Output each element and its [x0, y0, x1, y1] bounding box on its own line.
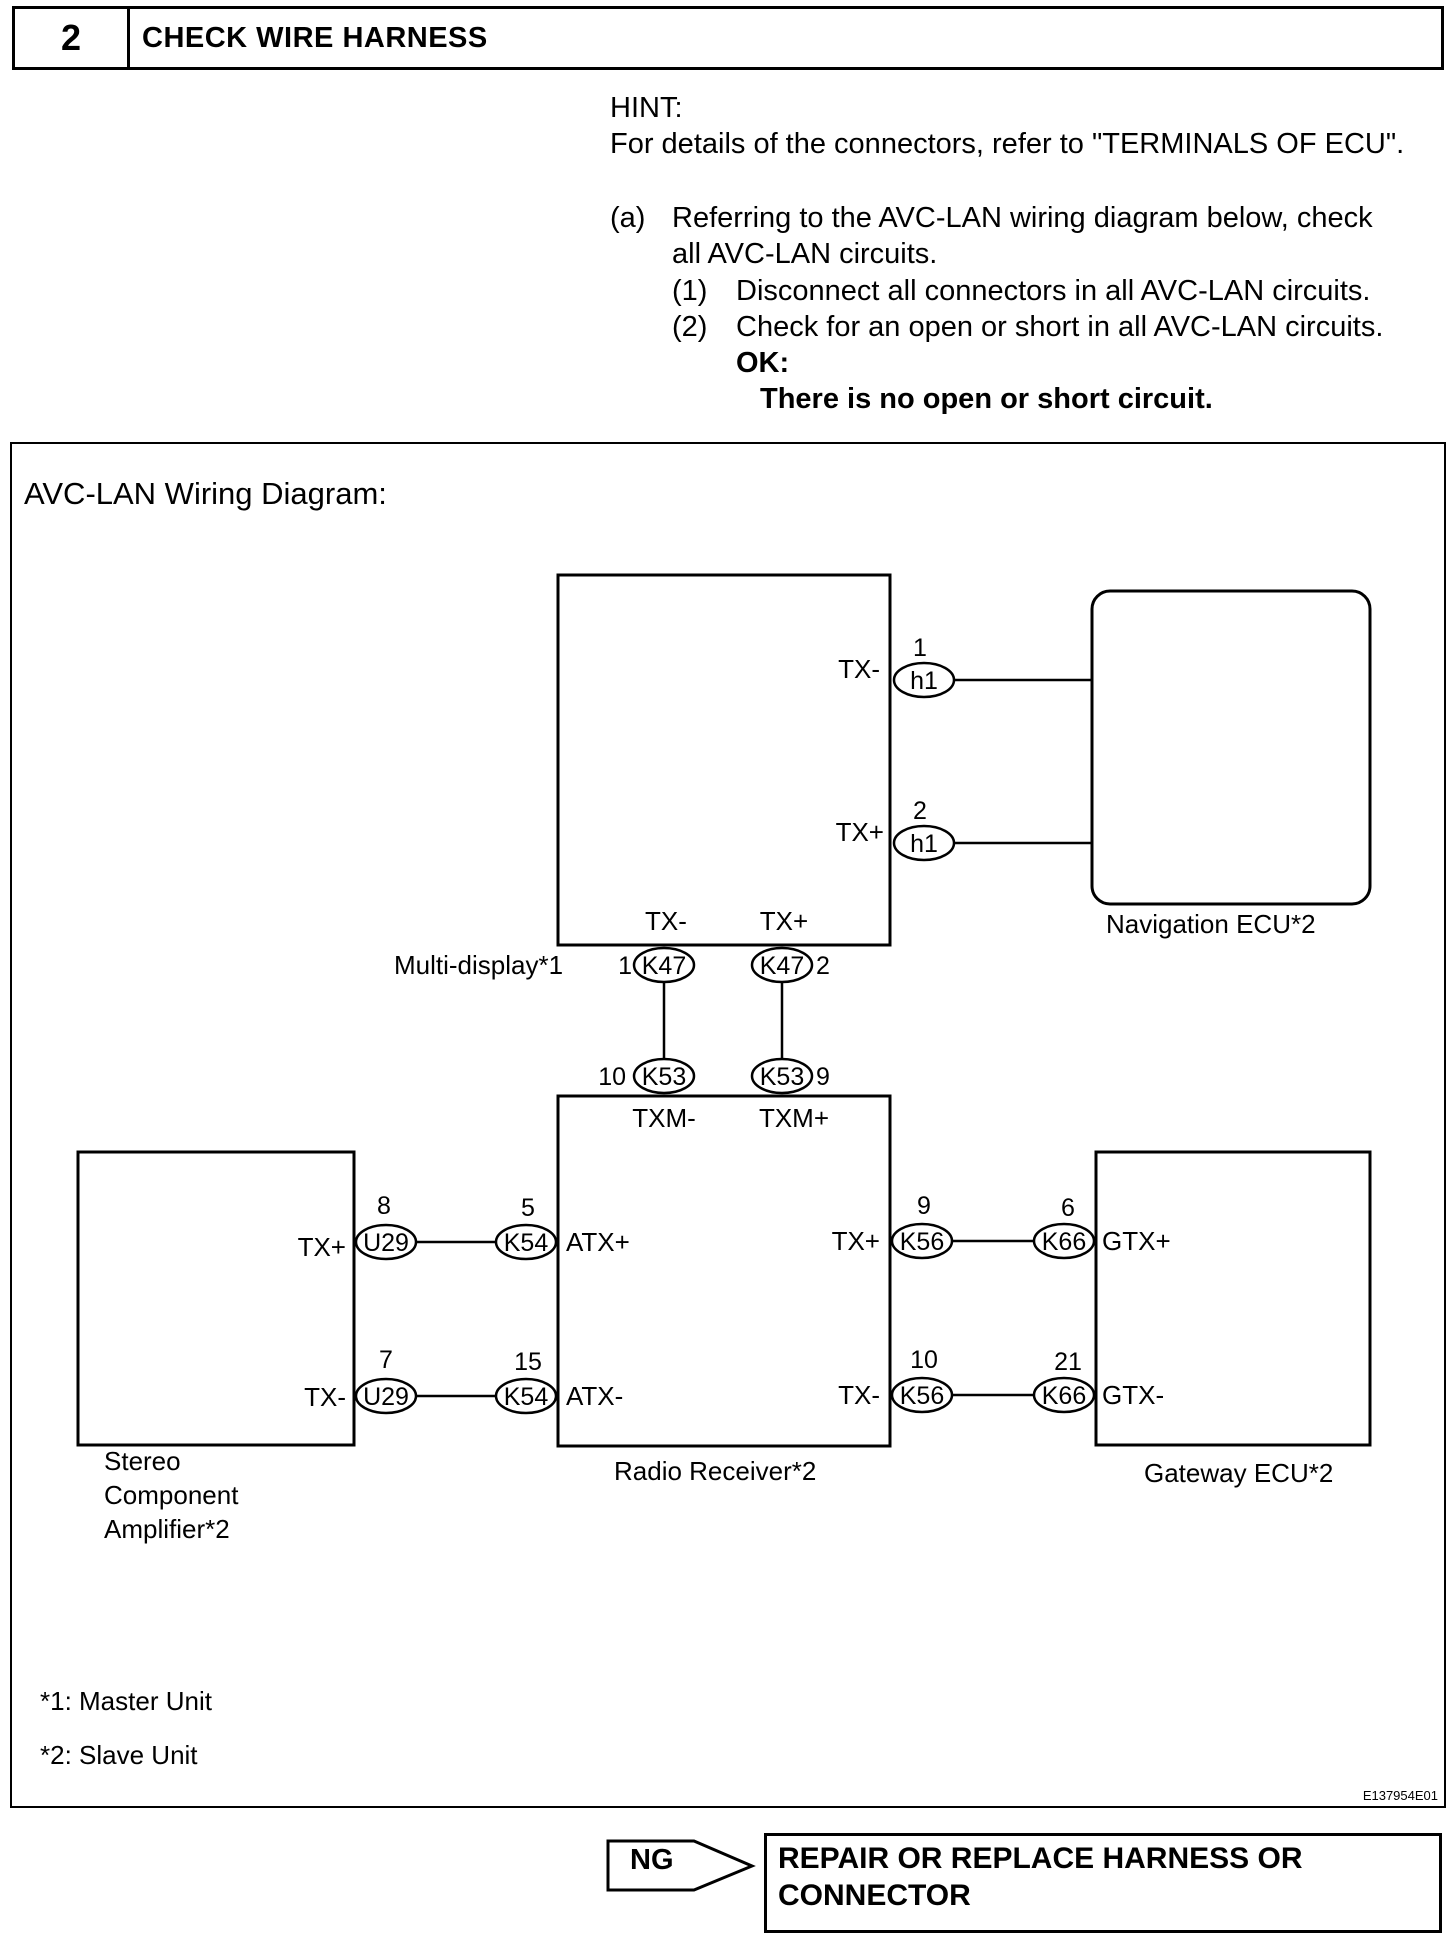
connector-label-h1-a: h1: [910, 667, 938, 695]
radio-receiver-box: [556, 1094, 892, 1448]
figure-id: E137954E01: [1363, 1788, 1438, 1803]
label-stereo-line1: Stereo: [104, 1446, 181, 1476]
connector-label-k53-a: K53: [642, 1063, 686, 1091]
connector-h1-a: [892, 661, 956, 699]
ng-action-line1: REPAIR OR REPLACE HARNESS OR: [778, 1842, 1303, 1875]
sub-step-2-marker: (2): [672, 311, 708, 343]
pin-k54-b: 15: [514, 1348, 542, 1376]
connector-k56-a: [890, 1222, 954, 1260]
connector-label-k47-a: K47: [642, 952, 686, 980]
connector-label-k66-b: K66: [1042, 1382, 1086, 1410]
connector-label-u29-b: U29: [363, 1383, 409, 1411]
gateway-ecu-box: [1094, 1150, 1372, 1447]
pin-k53-a: 10: [598, 1063, 626, 1091]
terminal-md-txm-upper: TX-: [838, 654, 880, 684]
connector-u29-b: [354, 1377, 418, 1415]
label-stereo-line3: Amplifier*2: [104, 1514, 230, 1544]
ng-action-line2: CONNECTOR: [778, 1879, 971, 1912]
sub-step-2-text: Check for an open or short in all AVC-LA…: [736, 311, 1384, 343]
terminal-gw-gtxp: GTX+: [1102, 1226, 1171, 1256]
step-title: CHECK WIRE HARNESS: [142, 21, 488, 54]
pin-k47-b: 2: [816, 952, 830, 980]
connector-k54-a: [494, 1223, 558, 1261]
terminal-md-txp-upper: TX+: [836, 817, 884, 847]
ok-criteria: There is no open or short circuit.: [760, 383, 1213, 415]
connector-k54-b: [494, 1377, 558, 1415]
sub-step-1-text: Disconnect all connectors in all AVC-LAN…: [736, 275, 1371, 307]
connector-label-k54-b: K54: [504, 1383, 549, 1411]
sub-step-1-marker: (1): [672, 275, 708, 307]
connector-k53-b: [750, 1057, 814, 1095]
pin-h1-a: 1: [913, 634, 927, 662]
pin-k56-a: 9: [917, 1192, 931, 1220]
diagram-title: AVC-LAN Wiring Diagram:: [24, 476, 387, 511]
step-a-line2: all AVC-LAN circuits.: [672, 238, 938, 270]
connector-k53-a: [632, 1057, 696, 1095]
navigation-ecu-box: [1090, 589, 1372, 906]
pin-k54-a: 5: [521, 1194, 535, 1222]
hint-label: HINT:: [610, 92, 683, 124]
terminal-md-txm-bottom: TX-: [645, 906, 687, 936]
terminal-md-txp-bottom: TX+: [760, 906, 808, 936]
step-a-marker: (a): [610, 202, 646, 234]
connector-label-k56-a: K56: [900, 1228, 944, 1256]
label-stereo-line2: Component: [104, 1480, 239, 1510]
connector-h1-b: [892, 824, 956, 862]
connector-u29-a: [354, 1223, 418, 1261]
wiring-diagram-frame: [10, 442, 1446, 1808]
terminal-gw-gtxm: GTX-: [1102, 1380, 1164, 1410]
connector-label-u29-a: U29: [363, 1229, 409, 1257]
connector-k47-a: [632, 946, 696, 984]
label-gateway-ecu: Gateway ECU*2: [1144, 1458, 1333, 1488]
connector-label-h1-b: h1: [910, 830, 938, 858]
pin-u29-a: 8: [377, 1192, 391, 1220]
ng-arrow: [606, 1839, 756, 1892]
step-number: 2: [15, 9, 130, 67]
terminal-amp-txm: TX-: [304, 1382, 346, 1412]
terminal-radio-atxp: ATX+: [566, 1227, 630, 1257]
pin-k66-a: 6: [1061, 1194, 1075, 1222]
terminal-radio-atxm: ATX-: [566, 1381, 623, 1411]
stereo-amplifier-box: [76, 1150, 356, 1447]
label-radio-receiver: Radio Receiver*2: [614, 1456, 816, 1486]
pin-k66-b: 21: [1054, 1348, 1082, 1376]
connector-label-k66-a: K66: [1042, 1228, 1086, 1256]
pin-k53-b: 9: [816, 1063, 830, 1091]
connector-label-k56-b: K56: [900, 1382, 944, 1410]
terminal-radio-txp-top: TXM+: [759, 1103, 829, 1133]
hint-text: For details of the connectors, refer to …: [610, 128, 1405, 160]
connector-k56-b: [890, 1376, 954, 1414]
connector-label-k47-b: K47: [760, 952, 804, 980]
ng-action-text: REPAIR OR REPLACE HARNESS OR CONNECTOR: [778, 1840, 1428, 1914]
ok-label: OK:: [736, 347, 790, 379]
step-a-line1: Referring to the AVC-LAN wiring diagram …: [672, 202, 1373, 234]
ng-action-box: [764, 1833, 1442, 1933]
terminal-amp-txp: TX+: [298, 1232, 346, 1262]
terminal-radio-txp-right: TX+: [832, 1226, 880, 1256]
pin-u29-b: 7: [379, 1346, 393, 1374]
label-multi-display: Multi-display*1: [394, 950, 563, 980]
connector-label-k54-a: K54: [504, 1229, 549, 1257]
terminal-radio-txm-top: TXM-: [632, 1103, 696, 1133]
note-master-unit: *1: Master Unit: [40, 1686, 213, 1716]
pin-h1-b: 2: [913, 797, 927, 825]
pin-k47-a: 1: [618, 952, 632, 980]
note-slave-unit: *2: Slave Unit: [40, 1740, 198, 1770]
label-navigation-ecu: Navigation ECU*2: [1106, 909, 1316, 939]
connector-label-k53-b: K53: [760, 1063, 804, 1091]
pin-k56-b: 10: [910, 1346, 938, 1374]
step-header: 2 CHECK WIRE HARNESS: [12, 6, 1444, 70]
connector-k66-a: [1032, 1222, 1096, 1260]
ng-label: NG: [630, 1844, 674, 1876]
connector-k47-b: [750, 946, 814, 984]
connector-k66-b: [1032, 1376, 1096, 1414]
terminal-radio-txm-right: TX-: [838, 1380, 880, 1410]
multi-display-box: [556, 573, 892, 947]
